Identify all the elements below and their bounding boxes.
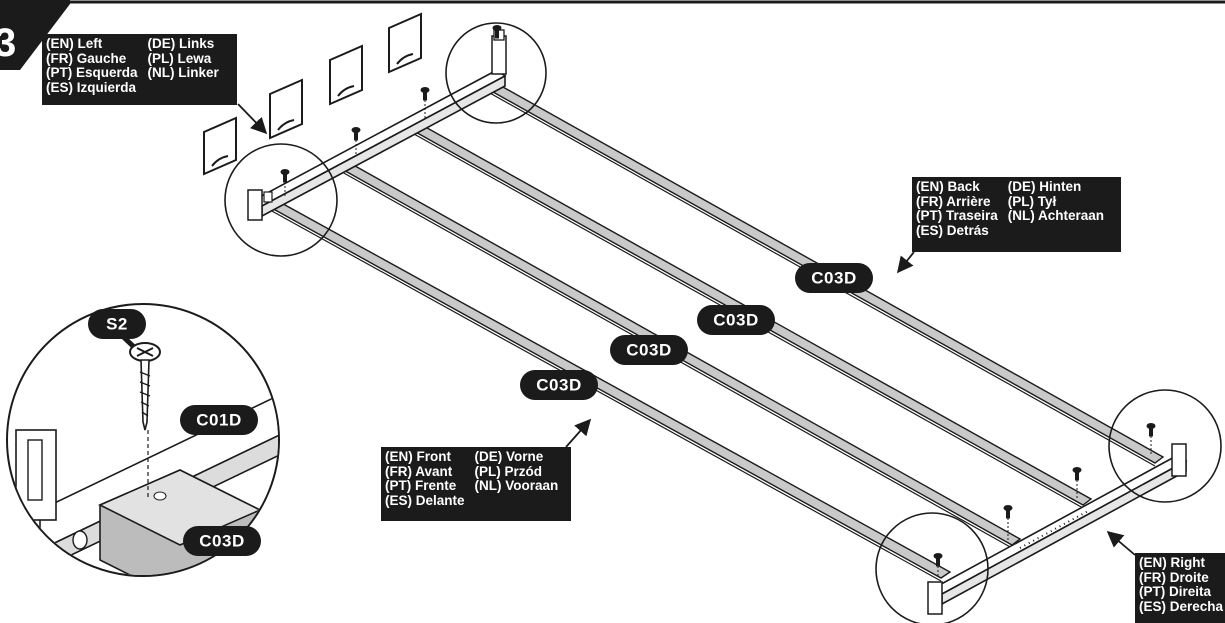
badge-leg-1: C03D	[520, 370, 598, 400]
bracket-icon	[203, 116, 237, 176]
screw-icon	[492, 25, 502, 39]
circle-left-front	[224, 143, 338, 257]
circle-right-front	[875, 512, 989, 623]
badge-side: C01D	[180, 405, 258, 435]
svg-text:C03D: C03D	[199, 532, 244, 551]
callout-arrows	[237, 103, 1136, 556]
svg-text:C01D: C01D	[196, 411, 241, 430]
label-front: (EN) Front(DE) Vorne (FR) Avant(PL) Przó…	[381, 447, 571, 521]
badge-leg-2: C03D	[610, 335, 688, 365]
circle-right-back	[1108, 389, 1222, 503]
screw-icon	[1072, 467, 1082, 500]
callout-arrow	[237, 103, 268, 135]
svg-text:C03D: C03D	[811, 269, 856, 288]
badge-screw: S2	[88, 309, 146, 339]
step-number: 3	[0, 21, 16, 65]
screws	[280, 25, 1156, 578]
loose-brackets	[203, 12, 422, 176]
svg-text:C03D: C03D	[713, 311, 758, 330]
step-badge: 3	[0, 0, 70, 70]
left-rail	[247, 29, 507, 221]
svg-text:C03D: C03D	[536, 376, 581, 395]
screw-icon	[129, 342, 161, 431]
screw-icon	[351, 127, 361, 156]
highlight-circles	[224, 22, 1222, 623]
label-left: (EN) Left(DE) Links (FR) Gauche(PL) Lewa…	[42, 34, 237, 105]
badge-leg-inset: C03D	[183, 526, 261, 556]
svg-text:C03D: C03D	[626, 341, 671, 360]
label-right: (EN) Right (FR) Droite (PT) Direita (ES)…	[1135, 553, 1225, 623]
cross-bar-1	[266, 199, 952, 579]
screw-icon	[933, 553, 943, 578]
right-rail	[927, 443, 1188, 615]
bracket-icon	[388, 12, 422, 74]
screw-icon	[280, 169, 290, 196]
bracket-icon	[329, 44, 363, 106]
screw-icon	[1146, 423, 1156, 456]
callout-arrow	[896, 251, 915, 274]
badge-leg-3: C03D	[697, 305, 775, 335]
svg-text:S2: S2	[106, 315, 128, 334]
callout-arrow	[565, 418, 592, 448]
screw-icon	[420, 87, 430, 118]
bracket-icon	[269, 78, 303, 140]
part-badges: C03D C03D C03D C03D S2 C01D C03D	[88, 263, 873, 556]
label-back: (EN) Back(DE) Hinten (FR) Arrière(PL) Ty…	[912, 177, 1121, 252]
callout-arrow	[1106, 530, 1136, 556]
screw-icon	[1003, 505, 1013, 540]
circle-left-back	[445, 22, 547, 124]
badge-leg-4: C03D	[795, 263, 873, 293]
